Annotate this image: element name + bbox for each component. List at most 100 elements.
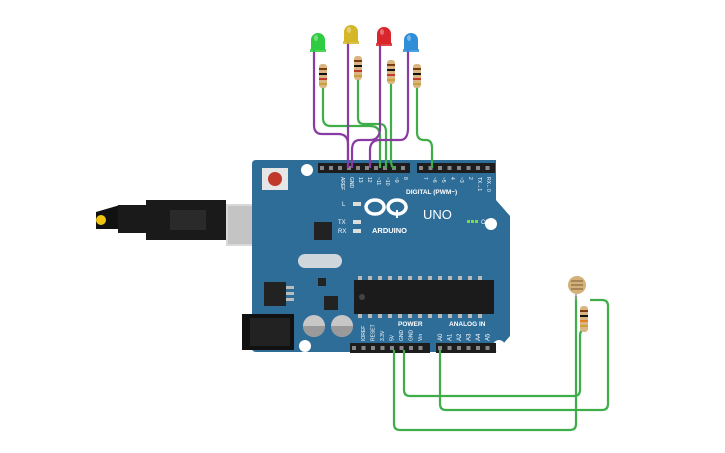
wires-bottom[interactable] (392, 296, 610, 432)
wire-green-yellow-resistor (356, 80, 388, 168)
pin-hole[interactable] (409, 346, 413, 350)
digital-pin-label: ~9 (393, 177, 399, 183)
wire-green-red-resistor (389, 84, 396, 170)
power-pin-label: 3.3V (380, 330, 386, 341)
digital-pin-label: 2 (467, 177, 473, 180)
ldr-resistor[interactable] (580, 306, 588, 332)
led-yellow[interactable] (343, 25, 359, 44)
pin-hole[interactable] (329, 166, 333, 170)
pin-hole[interactable] (447, 166, 452, 170)
digital-pin-label: ~5 (440, 177, 446, 183)
power-pin-label: GND (399, 330, 405, 342)
resistor-3 (387, 60, 395, 84)
led-label-tx: TX (338, 220, 346, 226)
power-pin-label: GND (409, 330, 415, 342)
digital-pin-label: ~3 (458, 177, 464, 183)
pin-hole[interactable] (320, 166, 324, 170)
power-jack[interactable] (242, 314, 294, 350)
digital-pin-label: AREF (339, 177, 345, 190)
digital-pin-label: ~10 (384, 177, 390, 186)
power-pin-label: 5V (390, 334, 396, 341)
smd-component-2 (324, 296, 338, 310)
wire-green-blue-resistor (415, 88, 434, 168)
pin-hole[interactable] (485, 166, 490, 170)
wire-a0-to-divider (438, 298, 610, 412)
model-text: UNO (423, 207, 452, 222)
led-red[interactable] (376, 27, 392, 46)
wires-top[interactable] (312, 40, 434, 170)
pin-hole[interactable] (371, 346, 375, 350)
pin-hole[interactable] (419, 166, 423, 170)
analog-header[interactable] (436, 343, 496, 353)
reset-button[interactable] (262, 168, 288, 190)
digital-pin-label: ~11 (375, 177, 381, 185)
capacitor-1 (303, 315, 325, 337)
status-leds: L TX RX ON (338, 202, 490, 235)
digital-pin-label: ~6 (431, 177, 437, 183)
digital-pin-label: 12 (366, 177, 372, 183)
pin-hole[interactable] (457, 166, 461, 170)
photoresistor[interactable] (568, 276, 586, 300)
pin-hole[interactable] (476, 346, 480, 350)
analog-pin-label: A4 (476, 333, 482, 341)
led-label-rx: RX (338, 229, 346, 235)
wire-purple-blue-led (368, 48, 410, 168)
led-label-l: L (342, 202, 346, 208)
pin-hole[interactable] (361, 346, 366, 350)
pin-hole[interactable] (399, 346, 404, 350)
pin-hole[interactable] (365, 166, 369, 170)
led-blue[interactable] (403, 33, 419, 52)
digital-pin-label: 4 (449, 177, 455, 180)
power-label: POWER (398, 321, 423, 328)
power-pin-label: Vin (418, 334, 424, 341)
led-green[interactable] (310, 33, 326, 52)
pin-hole[interactable] (466, 166, 471, 170)
resistor-4 (413, 64, 421, 88)
digital-header[interactable] (318, 163, 495, 173)
analog-pin-label: A3 (467, 333, 473, 341)
pin-hole[interactable] (380, 346, 385, 350)
pin-hole[interactable] (390, 346, 394, 350)
power-pin-label: IOREF (361, 326, 367, 341)
pin-hole[interactable] (428, 166, 433, 170)
analog-pin-label: A0 (438, 333, 444, 341)
pin-hole[interactable] (476, 166, 480, 170)
pin-hole[interactable] (338, 166, 342, 170)
smd-component (318, 278, 326, 286)
pin-hole[interactable] (457, 346, 461, 350)
arduino-logo (364, 198, 408, 218)
pin-hole[interactable] (485, 346, 490, 350)
crystal-oscillator (298, 254, 342, 268)
pin-hole[interactable] (466, 346, 471, 350)
usb-chip (314, 222, 332, 240)
wire-purple-red-led (350, 40, 382, 168)
pin-hole[interactable] (374, 166, 378, 170)
pin-hole[interactable] (418, 346, 423, 350)
analog-pin-label: A1 (448, 333, 454, 341)
analog-in-label: ANALOG IN (449, 321, 486, 328)
analog-pin-label: A2 (457, 333, 463, 341)
digital-pin-label: 8 (402, 177, 408, 180)
resistor-1 (319, 64, 327, 88)
analog-pin-label: A5 (486, 333, 492, 341)
pin-hole[interactable] (438, 346, 442, 350)
on-label: ON (481, 220, 490, 226)
led-resistors[interactable] (319, 56, 421, 88)
pin-hole[interactable] (447, 346, 452, 350)
digital-pin-label: TX→1 (476, 177, 482, 191)
pin-hole[interactable] (401, 166, 405, 170)
pin-hole[interactable] (438, 166, 442, 170)
pin-hole[interactable] (356, 166, 360, 170)
pin-hole[interactable] (352, 346, 356, 350)
digital-pwm-label: DIGITAL (PWM~) (406, 189, 457, 196)
digital-pin-label: 7 (422, 177, 428, 180)
wire-5v-to-ldr (392, 296, 578, 432)
digital-pin-label: RX←0 (485, 177, 491, 192)
wire-gnd-to-resistor (402, 328, 585, 398)
power-pin-label: RESET (371, 324, 377, 341)
